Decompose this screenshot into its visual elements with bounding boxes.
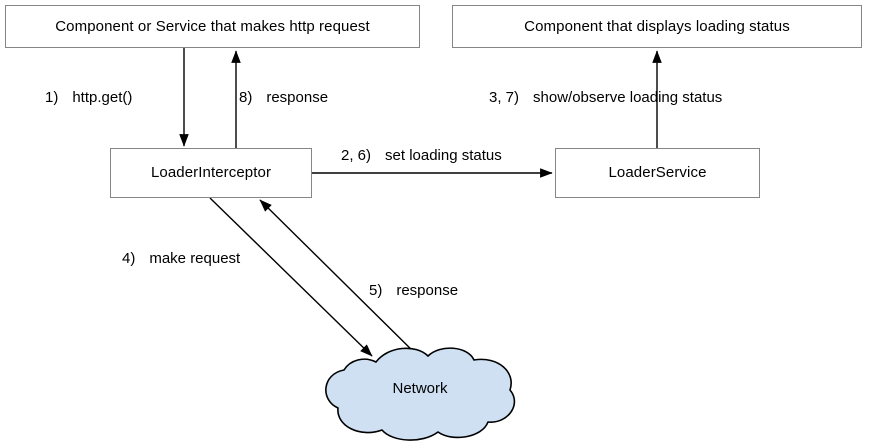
edge-text-show-observe: show/observe loading status xyxy=(533,89,723,106)
node-http-component-label: Component or Service that makes http req… xyxy=(55,17,370,35)
edge-text-http-get: http.get() xyxy=(72,89,133,106)
edge-make-request xyxy=(209,197,373,357)
edge-label-set-loading-status: 2, 6) set loading status xyxy=(341,147,502,165)
edge-response-from-network xyxy=(259,199,425,363)
edge-text-set-loading-status: set loading status xyxy=(385,147,502,164)
edge-label-make-request: 4) make request xyxy=(122,250,240,268)
edge-step-http-get: 1) xyxy=(45,89,59,106)
node-loading-component-label: Component that displays loading status xyxy=(524,17,790,35)
node-loading-component[interactable]: Component that displays loading status xyxy=(452,5,862,48)
edge-step-response-to-component: 8) xyxy=(239,89,253,106)
edge-step-response-from-network: 5) xyxy=(369,282,383,299)
edge-text-response-from-network: response xyxy=(396,282,459,299)
edge-step-make-request: 4) xyxy=(122,250,136,267)
node-network-cloud[interactable] xyxy=(316,344,524,444)
node-loader-service[interactable]: LoaderService xyxy=(555,148,760,198)
node-loader-interceptor-label: LoaderInterceptor xyxy=(150,164,272,181)
edge-label-http-get: 1) http.get() xyxy=(45,89,132,107)
node-http-component[interactable]: Component or Service that makes http req… xyxy=(5,5,420,48)
node-network-label: Network xyxy=(392,380,448,397)
node-loader-interceptor[interactable]: LoaderInterceptor xyxy=(110,148,312,198)
edge-text-response-to-component: response xyxy=(266,89,329,106)
edge-label-response-from-network: 5) response xyxy=(369,282,458,300)
edge-step-set-loading-status: 2, 6) xyxy=(341,147,372,164)
node-loader-service-label: LoaderService xyxy=(608,164,707,181)
edge-text-make-request: make request xyxy=(149,250,241,267)
edge-label-show-observe: 3, 7) show/observe loading status xyxy=(489,89,722,107)
edge-label-response-to-component: 8) response xyxy=(239,89,328,107)
edge-step-show-observe: 3, 7) xyxy=(489,89,520,106)
